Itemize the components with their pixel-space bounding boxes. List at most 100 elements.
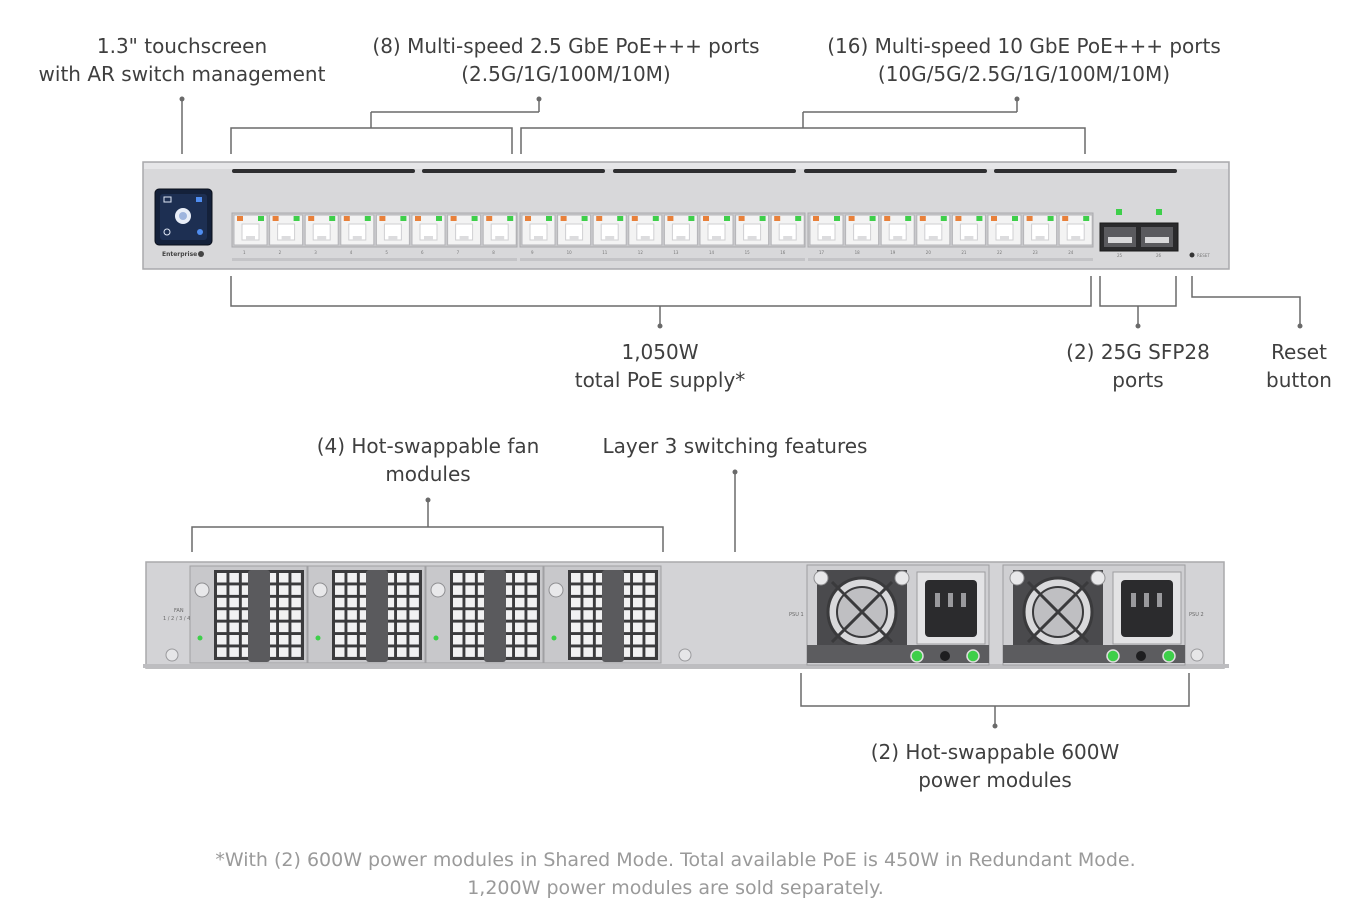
rj45-port[interactable] [269, 214, 304, 246]
rj45-port[interactable] [663, 214, 698, 246]
callout-poe-supply: 1,050W total PoE supply* [575, 338, 746, 394]
brand-label: Enterprise [162, 251, 197, 258]
callout-line: 1,050W [621, 340, 699, 364]
callout-power: (2) Hot-swappable 600W power modules [871, 738, 1120, 794]
reset-label: RESET [1197, 253, 1210, 258]
sfp-port-label: 25 [1117, 253, 1123, 258]
rj45-port[interactable] [845, 214, 880, 246]
footnote-line: *With (2) 600W power modules in Shared M… [215, 849, 1136, 871]
port-number-label: 13 [673, 250, 679, 255]
fan-module[interactable] [189, 565, 308, 664]
footnote-line: 1,200W power modules are sold separately… [467, 877, 884, 899]
sfp28-port[interactable] [1104, 227, 1136, 247]
rj45-port[interactable] [628, 214, 663, 246]
footnote: *With (2) 600W power modules in Shared M… [0, 846, 1351, 902]
port-number-label: 3 [314, 250, 317, 255]
rj45-port[interactable] [411, 214, 446, 246]
rj45-port[interactable] [987, 214, 1022, 246]
callout-line: power modules [918, 768, 1072, 792]
callout-line: Reset [1271, 340, 1327, 364]
port-number-label: 15 [745, 250, 751, 255]
port-number-label: 20 [926, 250, 932, 255]
callout-sfp28: (2) 25G SFP28 ports [1066, 338, 1210, 394]
port-number-label: 4 [350, 250, 353, 255]
rj45-port[interactable] [375, 214, 410, 246]
rj45-port[interactable] [1058, 214, 1093, 246]
port-number-label: 21 [961, 250, 967, 255]
port-number-label: 8 [492, 250, 495, 255]
callout-line: (2) 25G SFP28 [1066, 340, 1210, 364]
fan-module[interactable] [307, 565, 426, 664]
port-number-label: 10 [567, 250, 573, 255]
callout-line: (2) Hot-swappable 600W [870, 740, 1120, 764]
port-number-label: 1 [243, 250, 246, 255]
port-number-label: 24 [1068, 250, 1074, 255]
callout-layer3: Layer 3 switching features [603, 432, 868, 460]
port-number-label: 23 [1033, 250, 1039, 255]
sfp28-port[interactable] [1141, 227, 1173, 247]
rj45-port[interactable] [809, 214, 844, 246]
rj45-port[interactable] [735, 214, 770, 246]
leader-lines-back [191, 472, 1190, 726]
fans-label: 1 / 2 / 3 / 4 [163, 616, 190, 622]
callout-ports-10g: (16) Multi-speed 10 GbE PoE+++ ports (10… [827, 32, 1221, 88]
leader-lines-front [181, 99, 1301, 326]
rj45-port[interactable] [557, 214, 592, 246]
rj45-port[interactable] [592, 214, 627, 246]
port-number-label: 17 [819, 250, 825, 255]
power-module[interactable] [806, 564, 990, 666]
callout-line: (8) Multi-speed 2.5 GbE PoE+++ ports [372, 34, 760, 58]
rj45-port[interactable] [770, 214, 805, 246]
port-number-label: 2 [279, 250, 282, 255]
psu2-label: PSU 2 [1189, 612, 1204, 618]
rj45-port[interactable] [340, 214, 375, 246]
callout-fans: (4) Hot-swappable fan modules [317, 432, 540, 488]
port-number-label: 14 [709, 250, 715, 255]
rj45-port[interactable] [1023, 214, 1058, 246]
callout-line: (10G/5G/2.5G/1G/100M/10M) [877, 62, 1171, 86]
port-number-label: 16 [780, 250, 786, 255]
callout-line: (2.5G/1G/100M/10M) [461, 62, 671, 86]
sfp-port-label: 26 [1156, 253, 1162, 258]
fan-module[interactable] [543, 565, 662, 664]
leader-dots-back [425, 469, 998, 729]
callout-line: modules [385, 462, 471, 486]
port-number-label: 7 [457, 250, 460, 255]
front-vents [232, 169, 1177, 173]
callout-line: 1.3" touchscreen [96, 34, 268, 58]
callout-ports-2-5g: (8) Multi-speed 2.5 GbE PoE+++ ports (2.… [372, 32, 759, 88]
callout-line: Layer 3 switching features [602, 434, 868, 458]
fan-module[interactable] [425, 565, 544, 664]
psu1-label: PSU 1 [789, 612, 804, 618]
rj45-port[interactable] [233, 214, 268, 246]
leader-dots-front [179, 96, 1303, 329]
callout-touchscreen: 1.3" touchscreen with AR switch manageme… [39, 32, 326, 88]
port-number-label: 11 [602, 250, 608, 255]
fans-label: FAN [174, 608, 184, 614]
port-number-label: 5 [385, 250, 388, 255]
port-number-label: 9 [531, 250, 534, 255]
rj45-port[interactable] [880, 214, 915, 246]
rj45-port[interactable] [916, 214, 951, 246]
rj45-port[interactable] [482, 214, 517, 246]
port-number-label: 6 [421, 250, 424, 255]
callout-line: ports [1112, 368, 1164, 392]
port-number-label: 12 [638, 250, 644, 255]
callout-reset: Reset button [1266, 338, 1332, 394]
callout-line: with AR switch management [38, 62, 326, 86]
rj45-port[interactable] [304, 214, 339, 246]
back-panel: FAN 1 / 2 / 3 / 4 PSU 1 PSU 2 [143, 561, 1229, 669]
rj45-port[interactable] [699, 214, 734, 246]
rj45-port[interactable] [521, 214, 556, 246]
power-module[interactable] [1002, 564, 1186, 666]
touchscreen-display[interactable] [154, 188, 213, 246]
rj45-port[interactable] [951, 214, 986, 246]
fan-modules [189, 565, 662, 664]
power-modules [806, 564, 1186, 666]
rj45-port[interactable] [447, 214, 482, 246]
reset-button[interactable] [1189, 252, 1195, 258]
sfp28-ports: 25 26 [1099, 209, 1179, 258]
